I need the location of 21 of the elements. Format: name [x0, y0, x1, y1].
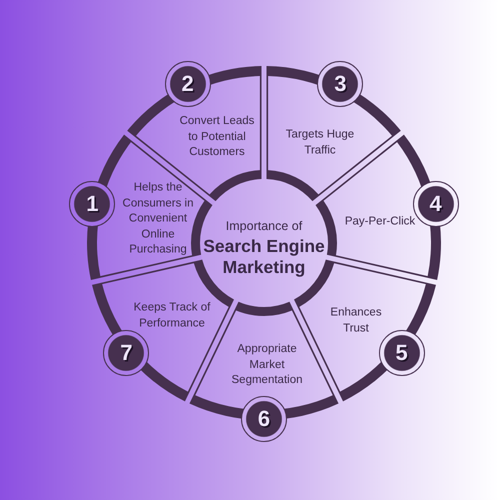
segment-label: Convert Leads to Potential Customers [178, 114, 256, 160]
number-badge [241, 396, 287, 442]
step-number: 5 [395, 340, 408, 365]
step-number: 6 [258, 407, 270, 431]
center-subtitle: Importance of [226, 218, 302, 234]
number-badge [69, 180, 116, 227]
wheel-segment [266, 66, 401, 202]
step-number: 7 [120, 340, 133, 365]
step-number: 3 [334, 72, 346, 96]
step-number: 4 [429, 192, 442, 216]
number-badge [164, 61, 211, 108]
segment-label: Keeps Track of Performance [132, 300, 212, 331]
segment-label: Enhances Trust [329, 306, 383, 336]
step-number: 1 [86, 192, 99, 216]
segment-label: Appropriate Market Segmentation [230, 342, 304, 388]
step-number: 2 [182, 72, 194, 96]
center-heading: Search Engine Marketing [202, 236, 326, 278]
segment-label: Targets Huge Traffic [284, 128, 356, 158]
number-badge [317, 61, 364, 108]
segment-label: Pay-Per-Click [344, 214, 416, 230]
segment-label: Helps the Consumers in Convenient Online Purchasing [122, 180, 194, 258]
